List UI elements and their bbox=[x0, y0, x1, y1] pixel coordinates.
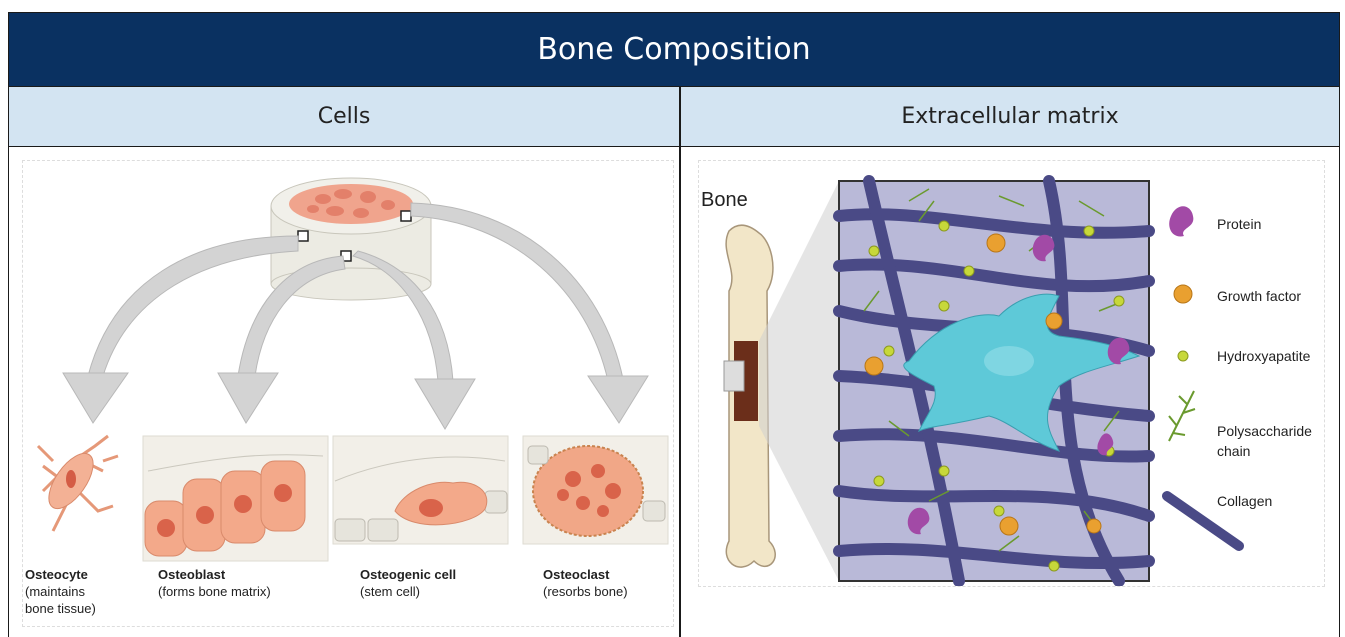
polysaccharide-chain-icon bbox=[1169, 391, 1195, 441]
page-title: Bone Composition bbox=[8, 12, 1340, 87]
osteogenic-cell-illustration bbox=[333, 436, 508, 544]
bone-label: Bone bbox=[701, 189, 748, 211]
matrix-zoom-illustration bbox=[839, 181, 1149, 581]
legend-growth-factor: Growth factor bbox=[1217, 288, 1301, 304]
osteogenic-cell-name: Osteogenic cell bbox=[360, 567, 456, 582]
osteoblast-name: Osteoblast bbox=[158, 567, 226, 582]
osteocyte-name: Osteocyte bbox=[25, 567, 88, 582]
osteocyte-illustration bbox=[38, 436, 118, 531]
column-divider bbox=[679, 87, 681, 637]
legend-protein: Protein bbox=[1217, 216, 1261, 232]
growth-factor-icon bbox=[1174, 285, 1192, 303]
cells-diagram-panel: Osteocyte (maintains bone tissue) Osteob… bbox=[22, 160, 674, 627]
osteocyte-desc2: bone tissue) bbox=[25, 601, 96, 616]
hydroxyapatite-icon bbox=[1178, 351, 1188, 361]
legend-polysaccharide-line1: Polysaccharide bbox=[1217, 423, 1312, 439]
osteoblast-illustration bbox=[143, 436, 328, 561]
protein-icon bbox=[1169, 206, 1193, 236]
osteoclast-name: Osteoclast bbox=[543, 567, 610, 582]
legend-polysaccharide-line2: chain bbox=[1217, 443, 1250, 459]
matrix-diagram-panel: Bone bbox=[698, 160, 1325, 587]
legend-hydroxyapatite: Hydroxyapatite bbox=[1217, 348, 1311, 364]
matrix-diagram: Bone bbox=[699, 161, 1324, 586]
osteoclast-illustration bbox=[523, 436, 668, 544]
osteoblast-desc: (forms bone matrix) bbox=[158, 584, 271, 599]
osteocyte-desc1: (maintains bbox=[25, 584, 85, 599]
matrix-legend: Protein Growth factor Hydroxyapatite Pol… bbox=[1167, 206, 1312, 546]
cells-diagram: Osteocyte (maintains bone tissue) Osteob… bbox=[23, 161, 673, 626]
osteogenic-cell-desc: (stem cell) bbox=[360, 584, 420, 599]
long-bone-illustration bbox=[724, 181, 839, 581]
legend-collagen: Collagen bbox=[1217, 493, 1272, 509]
column-header-cells: Cells bbox=[9, 87, 679, 147]
column-header-matrix: Extracellular matrix bbox=[681, 87, 1339, 147]
osteoclast-desc: (resorbs bone) bbox=[543, 584, 628, 599]
